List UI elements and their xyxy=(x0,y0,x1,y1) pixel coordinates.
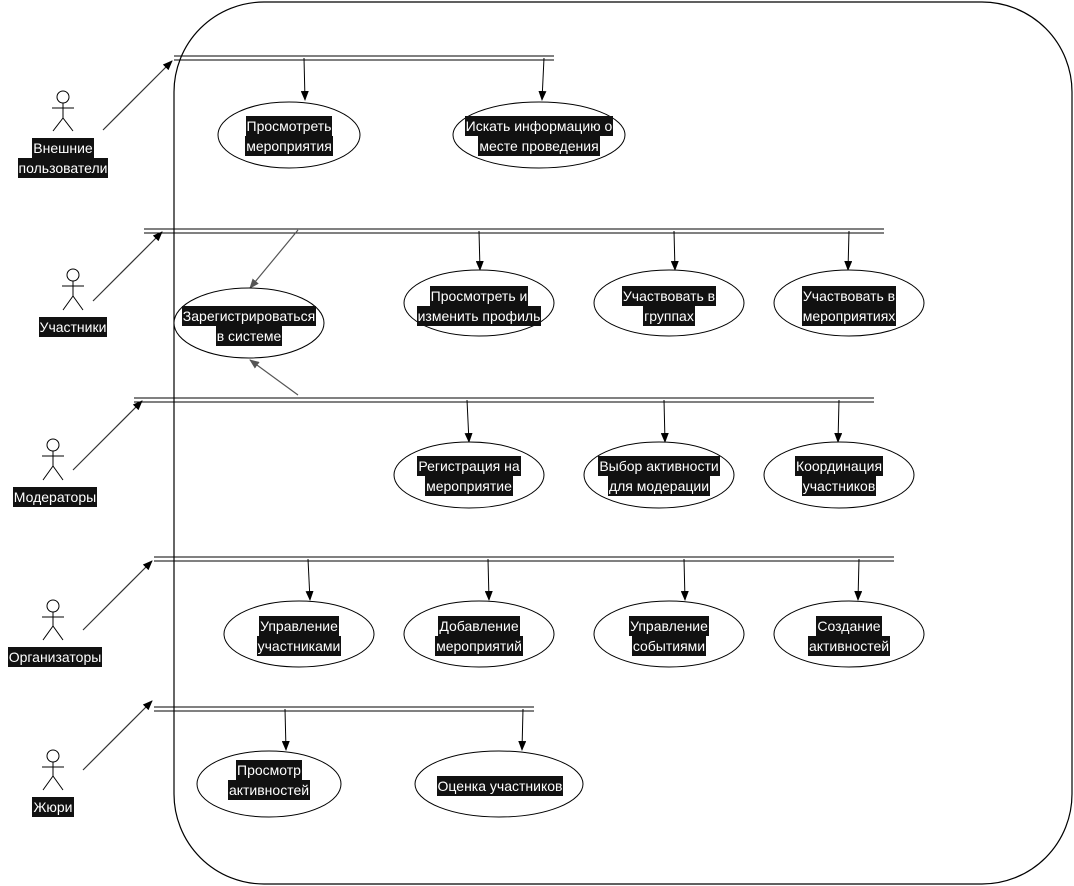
use-case-view-edit-profile-line2: изменить профиль xyxy=(416,306,542,326)
arrow-to-add-events xyxy=(484,558,493,601)
use-case-join-events-line2: мероприятиях xyxy=(801,306,897,326)
use-case-add-events: Добавление мероприятий xyxy=(399,616,559,656)
arrow-moderators-to-bar xyxy=(72,400,143,471)
arrow-to-create-activities xyxy=(854,558,863,601)
use-case-create-activities: Создание активностей xyxy=(769,616,929,656)
use-case-view-edit-profile: Просмотреть и изменить профиль xyxy=(394,286,564,326)
actor-organizers-label: Организаторы xyxy=(0,647,110,667)
use-case-view-activities-line2: активностей xyxy=(227,780,311,800)
arrow-to-join-events xyxy=(844,230,853,271)
use-case-view-events-line2: мероприятия xyxy=(245,136,333,156)
arrow-to-join-groups xyxy=(670,230,679,271)
actor-jury-label-line1: Жюри xyxy=(32,797,74,817)
actor-jury-label: Жюри xyxy=(0,797,106,817)
bar-moderators xyxy=(134,397,874,403)
use-case-join-groups: Участвовать в группах xyxy=(589,286,749,326)
arrow-external-to-bar xyxy=(102,60,173,131)
actor-external-label: Внешние пользователи xyxy=(4,138,122,178)
use-case-view-activities: Просмотр активностей xyxy=(201,760,337,800)
bar-organizers xyxy=(154,556,894,562)
use-case-register-system-line1: Зарегистрироваться xyxy=(181,306,317,326)
use-case-event-registration: Регистрация на мероприятие xyxy=(389,456,549,496)
use-case-join-events-line1: Участвовать в xyxy=(801,286,897,306)
arrow-to-view-activities xyxy=(281,708,290,751)
actor-moderators-label-line1: Модераторы xyxy=(12,487,98,507)
arrow-to-manage-events xyxy=(680,558,689,601)
arrow-to-manage-participants xyxy=(305,558,314,601)
use-case-search-venue: Искать информацию о месте проведения xyxy=(449,116,629,156)
use-case-rate-participants: Оценка участников xyxy=(415,776,585,796)
arrow-to-view-edit-profile xyxy=(475,230,484,271)
use-case-manage-events: Управление событиями xyxy=(589,616,749,656)
use-case-coordinate-participants-line1: Координация xyxy=(794,456,884,476)
use-case-manage-participants-line2: участниками xyxy=(256,636,342,656)
arrow-participants-to-register xyxy=(249,229,299,289)
use-case-select-activity-line1: Выбор активности xyxy=(598,456,720,476)
use-case-view-events-line1: Просмотреть xyxy=(245,116,333,136)
actor-external-label-line1: Внешние xyxy=(32,138,94,158)
arrow-to-event-registration xyxy=(464,399,473,443)
use-case-event-registration-line1: Регистрация на xyxy=(417,456,521,476)
bar-external xyxy=(174,55,554,61)
use-case-join-groups-line2: группах xyxy=(643,306,695,326)
use-case-view-edit-profile-line1: Просмотреть и xyxy=(429,286,529,306)
bar-jury xyxy=(154,706,534,712)
use-case-coordinate-participants: Координация участников xyxy=(759,456,919,496)
actor-external-figure xyxy=(52,90,74,132)
arrow-to-select-activity xyxy=(660,399,669,443)
use-case-select-activity-line2: для модерации xyxy=(607,476,711,496)
use-case-manage-events-line1: Управление xyxy=(629,616,709,636)
actor-participants-label-line1: Участники xyxy=(38,317,108,337)
arrow-to-rate-participants xyxy=(518,708,527,751)
actor-participants-label: Участники xyxy=(18,317,128,337)
actor-organizers-figure xyxy=(42,599,64,641)
use-case-event-registration-line2: мероприятие xyxy=(425,476,513,496)
use-case-create-activities-line1: Создание xyxy=(816,616,882,636)
actor-organizers-label-line1: Организаторы xyxy=(7,647,103,667)
use-case-join-events: Участвовать в мероприятиях xyxy=(769,286,929,326)
use-case-add-events-line2: мероприятий xyxy=(435,636,523,656)
system-boundary xyxy=(173,1,1073,885)
bar-participants xyxy=(144,228,884,234)
use-case-join-groups-line1: Участвовать в xyxy=(621,286,717,306)
actor-moderators-label: Модераторы xyxy=(0,487,110,507)
use-case-select-activity: Выбор активности для модерации xyxy=(574,456,744,496)
use-case-coordinate-participants-line2: участников xyxy=(801,476,877,496)
use-case-view-events: Просмотреть мероприятия xyxy=(209,116,369,156)
arrow-to-coordinate-participants xyxy=(834,399,843,443)
actor-external-label-line2: пользователи xyxy=(17,158,109,178)
use-case-register-system: Зарегистрироваться в системе xyxy=(164,306,334,346)
use-case-view-activities-line1: Просмотр xyxy=(236,760,302,780)
arrow-to-search-venue xyxy=(538,57,547,101)
use-case-manage-participants-line1: Управление xyxy=(259,616,339,636)
use-case-manage-events-line2: событиями xyxy=(631,636,707,656)
use-case-register-system-line2: в системе xyxy=(215,326,283,346)
use-case-create-activities-line2: активностей xyxy=(807,636,891,656)
use-case-add-events-line1: Добавление xyxy=(438,616,520,636)
arrow-to-view-events xyxy=(300,57,309,101)
use-case-rate-participants-line1: Оценка участников xyxy=(436,776,564,796)
actor-moderators-figure xyxy=(42,438,64,481)
use-case-manage-participants: Управление участниками xyxy=(219,616,379,656)
arrow-participants-to-bar xyxy=(92,231,163,302)
arrow-organizers-to-bar xyxy=(82,560,153,631)
arrow-moderators-to-register xyxy=(249,359,299,396)
actor-participants-figure xyxy=(62,268,84,311)
use-case-search-venue-line2: месте проведения xyxy=(478,136,600,156)
arrow-jury-to-bar xyxy=(82,700,153,771)
actor-jury-figure xyxy=(42,749,64,791)
use-case-search-venue-line1: Искать информацию о xyxy=(464,116,614,136)
